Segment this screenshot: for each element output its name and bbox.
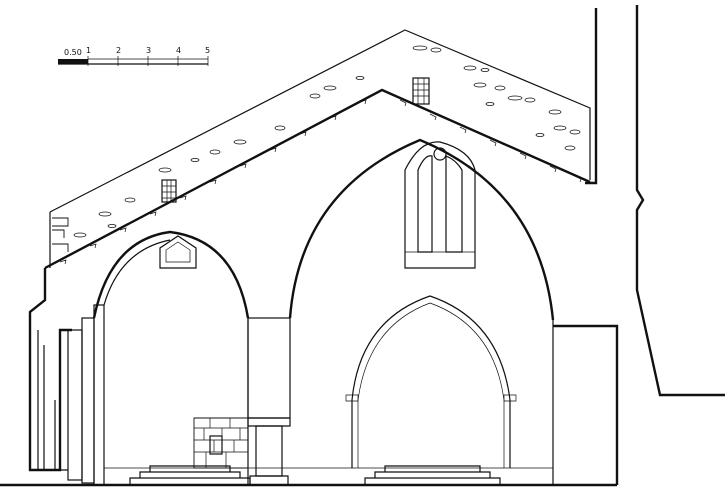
lancet-window: [404, 141, 476, 269]
stone-blocks: [52, 217, 69, 252]
window-light-left: [417, 155, 433, 253]
impost-blocks: [345, 394, 517, 402]
left-pier: [81, 317, 95, 484]
right-steps: [364, 465, 501, 486]
niche-inner: [165, 241, 191, 263]
left-pier: [93, 304, 105, 486]
blind-arch-inner: [357, 302, 505, 401]
column-shaft: [255, 425, 283, 477]
left-wall-profile: [28, 268, 72, 472]
pier-block: [247, 317, 291, 419]
roof-eave-line: [44, 88, 591, 270]
scale-label: 3: [146, 46, 151, 55]
left-gable-wall: [49, 212, 69, 268]
small-doorway: [209, 435, 223, 455]
nave-arch: [288, 138, 619, 485]
left-outer-wall: [28, 268, 105, 486]
main-pointed-arch: [288, 138, 555, 321]
tower-right-wall: [635, 5, 725, 397]
scale-label: 0.50: [64, 48, 82, 57]
tower-left-wall: [585, 8, 598, 185]
masonry-joints: [194, 418, 248, 468]
scale-bar: 0.50 1 2 3 4 5: [58, 46, 210, 66]
blind-arch: [345, 295, 517, 468]
nave-right-outer: [553, 324, 619, 485]
window-lattice: [413, 78, 429, 104]
roof-texture: [73, 45, 581, 238]
tower: [585, 5, 725, 397]
roof: [44, 29, 591, 270]
window-oculus: [433, 147, 447, 161]
scale-label: 1: [86, 46, 91, 55]
scale-label: 2: [116, 46, 121, 55]
window-frame: [404, 141, 476, 269]
left-pier: [67, 329, 83, 481]
scale-bar-subdivided-segment: [58, 59, 88, 64]
central-column: [247, 317, 291, 486]
column-capital: [247, 417, 291, 427]
left-steps: [129, 465, 251, 486]
masonry-patch: [193, 417, 249, 469]
roof-slate-steps-right: [399, 99, 582, 183]
scale-label: 4: [176, 46, 181, 55]
window-lattice: [162, 180, 176, 202]
left-pointed-arch: [92, 230, 250, 319]
window-light-right: [445, 155, 463, 253]
roof-slate-steps-left: [59, 99, 367, 265]
arch-moulding: [103, 239, 171, 306]
roof-outer-line: [49, 29, 591, 213]
left-aisle-arch: [92, 230, 250, 485]
column-base: [249, 475, 289, 486]
masonry-outline: [193, 417, 249, 469]
niche: [159, 235, 197, 269]
blind-arch-outer: [351, 295, 511, 401]
steps: [129, 465, 501, 486]
roof-lattice-window: [161, 179, 177, 203]
left-wall-step: [54, 400, 68, 471]
roof-lattice-window: [412, 77, 430, 105]
scale-label: 5: [205, 46, 210, 55]
